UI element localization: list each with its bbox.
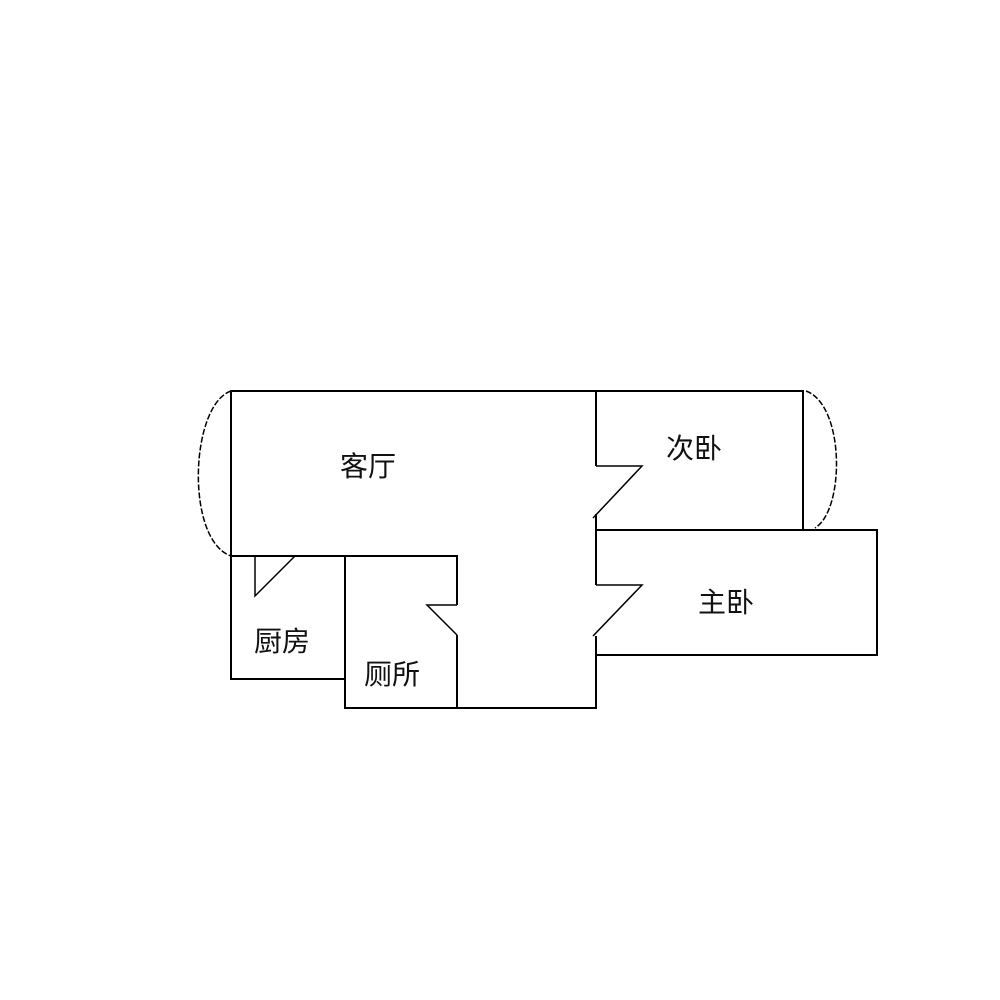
second-bedroom-door: [592, 465, 644, 519]
living-room-wall: [230, 390, 597, 557]
toilet-wall: [345, 555, 458, 605]
second-bedroom-wall: [596, 390, 804, 530]
toilet-door: [425, 604, 458, 636]
bay-windows: [197, 390, 838, 557]
living-room-lower-wall: [457, 636, 597, 709]
label-toilet: 厕所: [364, 658, 420, 691]
master-bedroom-wall: [596, 529, 878, 656]
master-bedroom-door: [592, 584, 644, 637]
walls: [230, 390, 878, 709]
toilet-wall-lower: [344, 556, 458, 709]
doors: [254, 465, 644, 637]
label-master-bedroom: 主卧: [698, 586, 754, 619]
kitchen-door: [254, 555, 296, 598]
room-labels: 客厅 次卧 主卧 厨房 厕所: [254, 432, 754, 691]
label-living-room: 客厅: [340, 450, 396, 483]
kitchen-wall: [230, 556, 345, 680]
label-kitchen: 厨房: [254, 625, 310, 658]
label-second-bedroom: 次卧: [666, 432, 722, 465]
second-bedroom-bay-window: [805, 390, 838, 529]
living-room-bay-window: [197, 390, 232, 557]
